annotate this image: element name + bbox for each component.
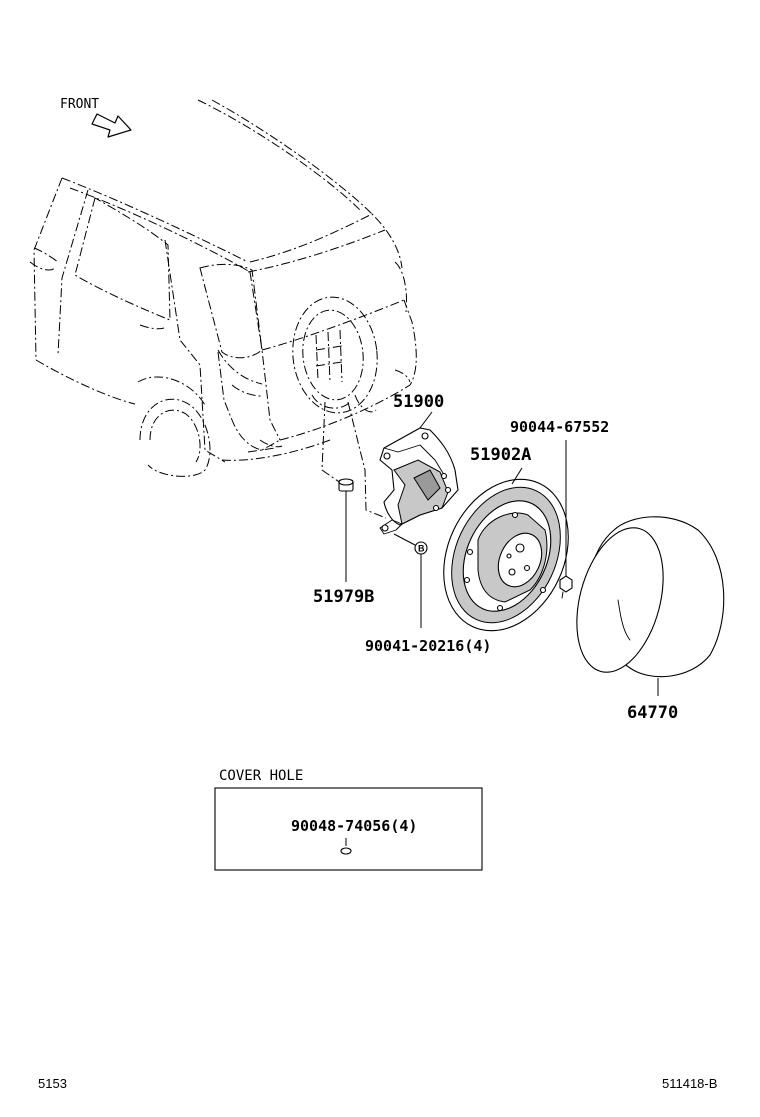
bolt-51979b — [338, 478, 354, 582]
svg-text:B: B — [418, 544, 425, 554]
vehicle-outline — [29, 99, 417, 477]
spare-tire-cover-64770 — [576, 516, 725, 696]
hole-plug-icon — [340, 847, 352, 855]
spare-carrier-bracket-51900 — [379, 411, 459, 535]
footer-left-code: 5153 — [38, 1076, 67, 1091]
mounting-dash-guides — [321, 401, 387, 519]
label-51900: 51900 — [393, 392, 444, 412]
label-90048-74056: 90048-74056(4) — [291, 817, 417, 835]
label-64770: 64770 — [627, 703, 678, 723]
label-90041-20216: 90041-20216(4) — [365, 637, 491, 655]
front-arrow-icon — [91, 113, 132, 138]
front-label: FRONT — [60, 97, 99, 112]
spare-wheel-51902a — [443, 467, 569, 632]
label-51902a: 51902A — [470, 445, 531, 465]
label-51979b: 51979B — [313, 587, 374, 607]
cover-hole-title: COVER HOLE — [219, 768, 303, 784]
label-90044-67552: 90044-67552 — [510, 418, 609, 436]
cover-hole-box — [214, 787, 483, 871]
nut-90044 — [559, 440, 573, 599]
footer-right-code: 511418-B — [662, 1076, 717, 1091]
callout-b-marker: B — [393, 533, 428, 628]
